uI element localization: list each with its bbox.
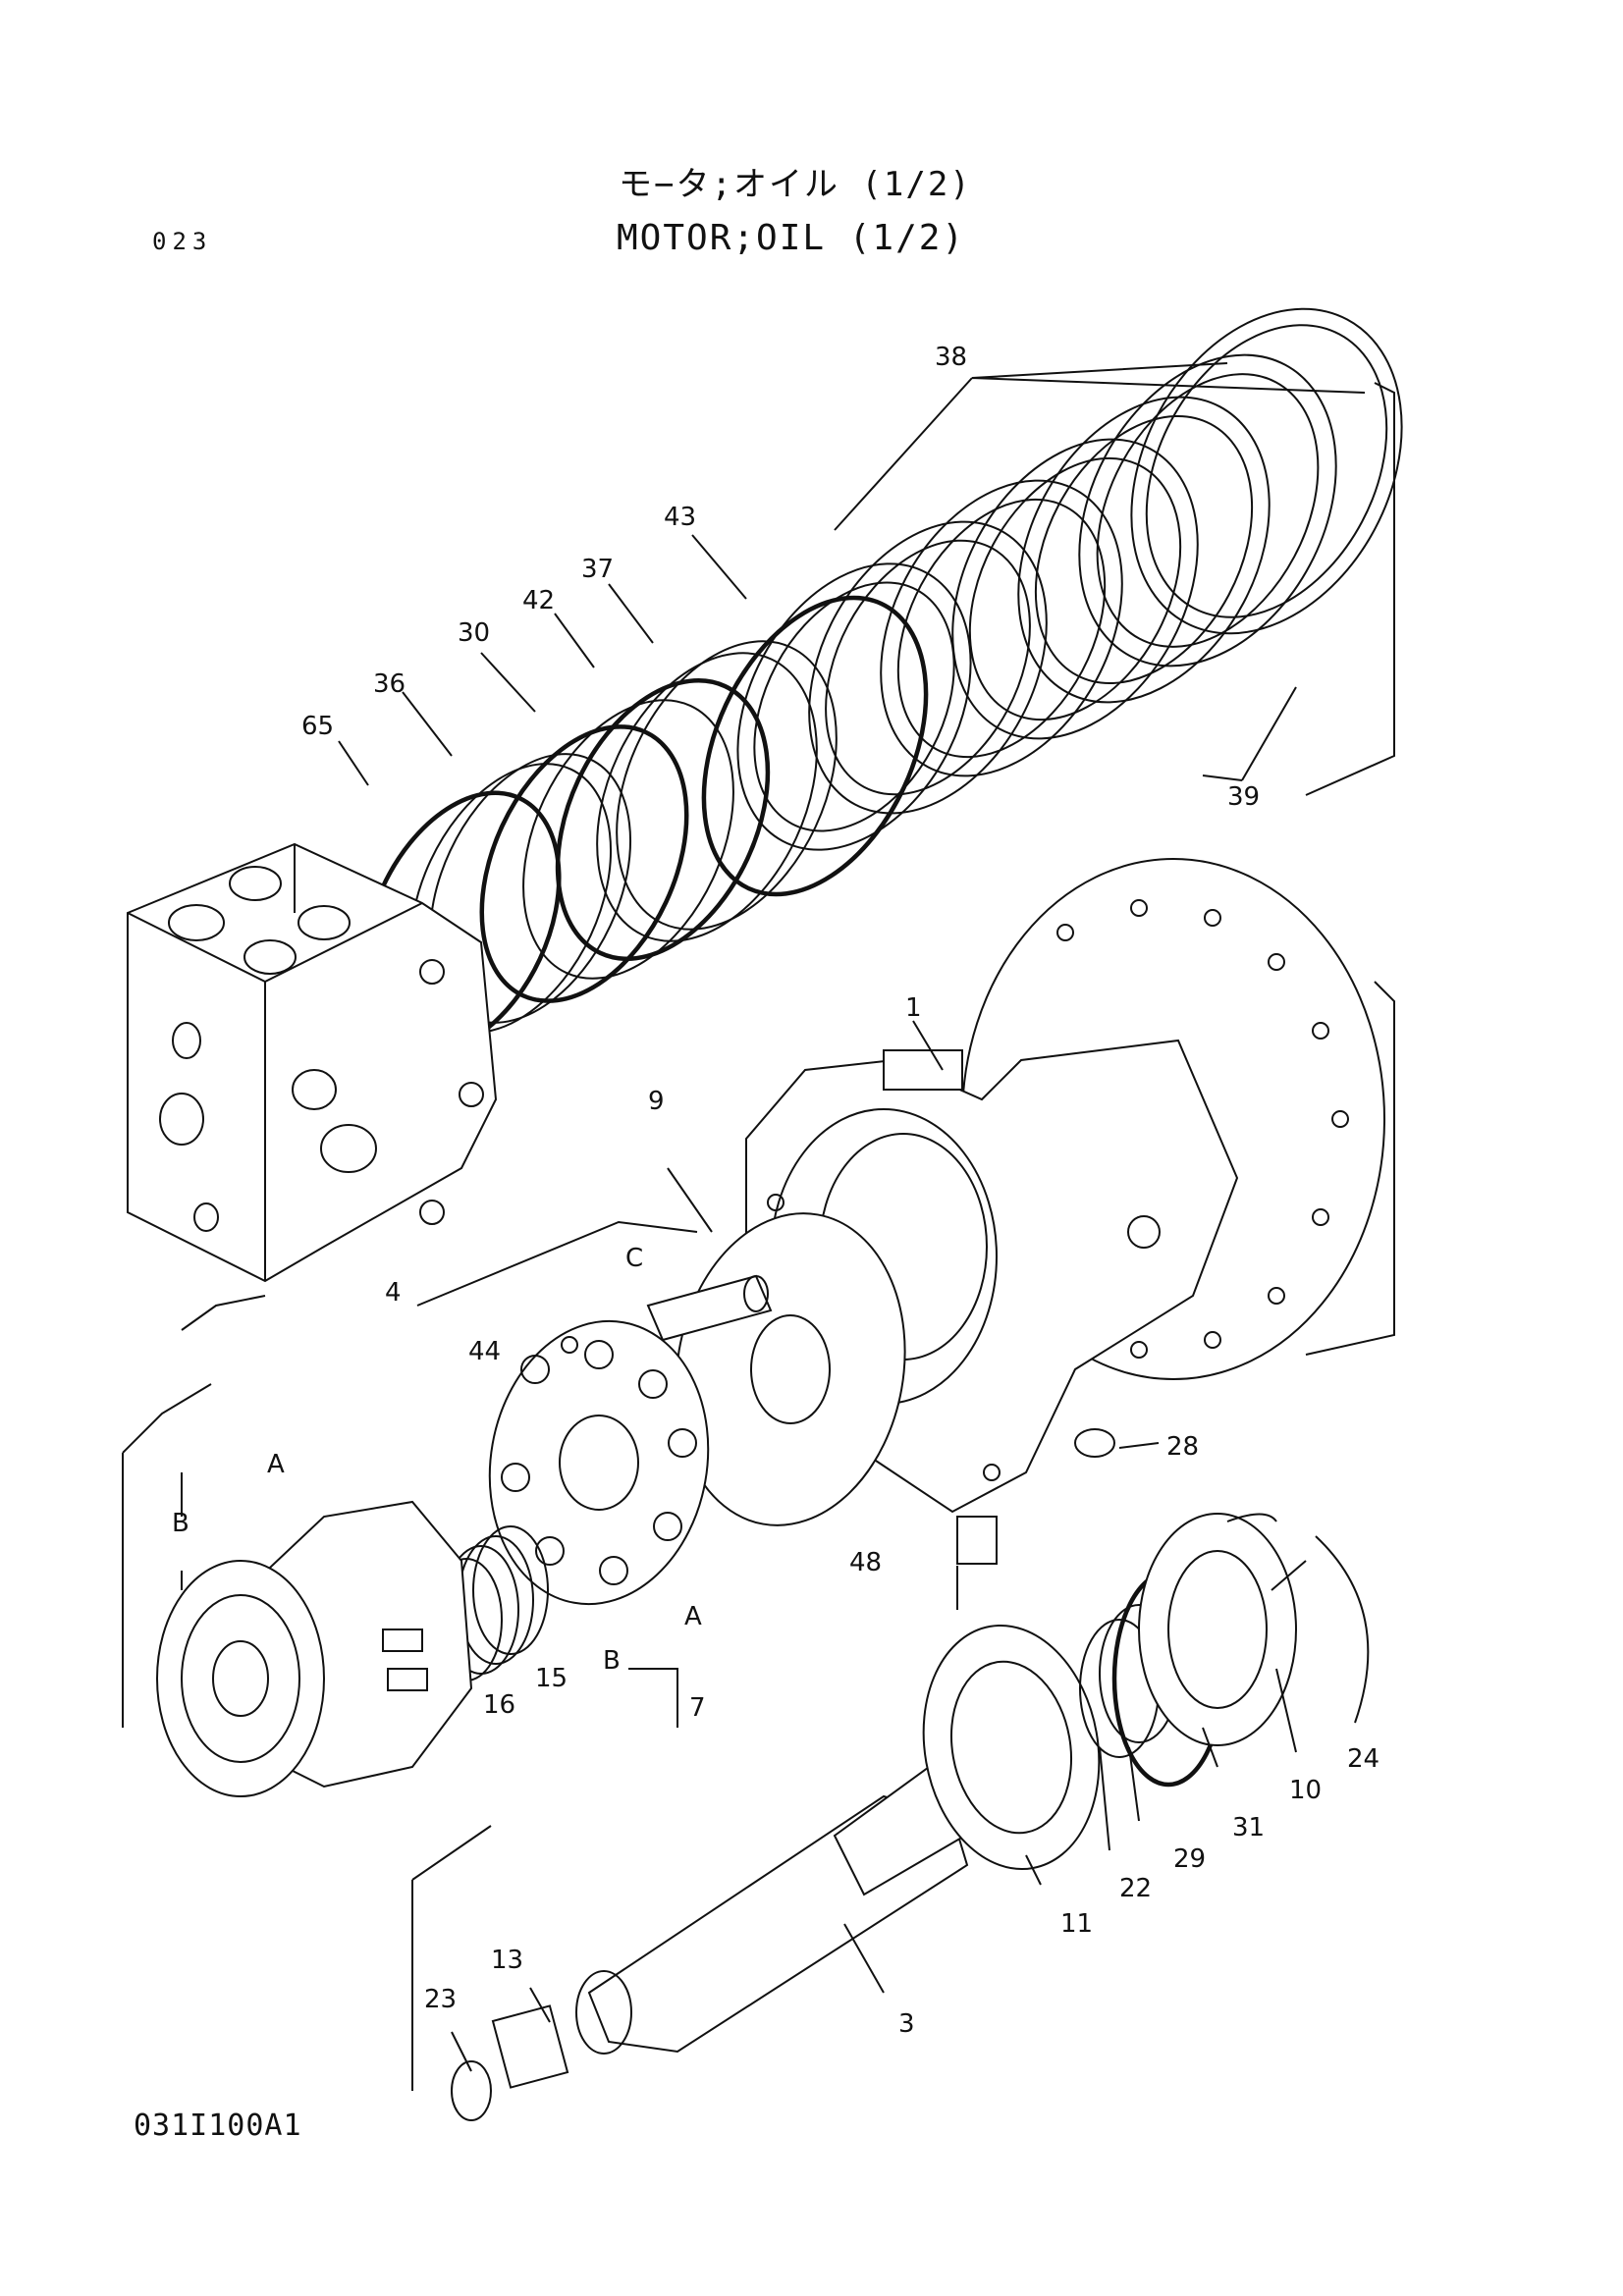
callout-43: 43 <box>664 503 696 532</box>
timing-plate <box>646 1212 906 1526</box>
callout-15: 15 <box>535 1664 568 1693</box>
callout-9: 9 <box>648 1087 665 1116</box>
callout-65: 65 <box>301 712 334 741</box>
callout-10: 10 <box>1289 1776 1322 1805</box>
output-shaft <box>575 1755 984 2055</box>
callout-23: 23 <box>424 1985 457 2014</box>
callout-42: 42 <box>522 586 555 615</box>
callout-29: 29 <box>1173 1844 1206 1874</box>
valve-cover-block <box>127 842 498 1283</box>
callout-36: 36 <box>373 669 406 699</box>
callout-24: 24 <box>1347 1744 1380 1774</box>
callout-31: 31 <box>1232 1813 1265 1842</box>
callout-7: 7 <box>689 1693 706 1723</box>
drawing-number: 031I100A1 <box>134 2109 302 2143</box>
callout-1: 1 <box>905 993 922 1023</box>
callout-28: 28 <box>1166 1432 1199 1462</box>
bearing <box>922 1624 1101 1871</box>
callout-13: 13 <box>491 1946 523 1975</box>
page-number: 023 <box>152 228 213 255</box>
title-english: MOTOR;OIL (1/2) <box>617 218 966 258</box>
callout-37: 37 <box>581 555 614 584</box>
callout-38: 38 <box>935 343 967 372</box>
callout-16: 16 <box>483 1690 515 1720</box>
ref-b-lower: B <box>603 1646 621 1676</box>
callout-3: 3 <box>898 2009 915 2039</box>
ref-c: C <box>625 1244 643 1273</box>
callout-48: 48 <box>849 1548 882 1577</box>
seal-retainer <box>1079 1513 1370 1788</box>
title-japanese: モ−タ;オイル (1/2) <box>619 165 972 204</box>
callout-22: 22 <box>1119 1874 1152 1903</box>
retainer-plate <box>488 1319 710 1606</box>
ref-a-upper: A <box>267 1450 285 1479</box>
seal-ring-stack <box>736 307 1403 851</box>
callout-11: 11 <box>1060 1909 1093 1939</box>
callout-39: 39 <box>1227 782 1260 812</box>
leader-lines <box>122 362 1395 2091</box>
ref-b-upper: B <box>172 1509 189 1538</box>
cylinder-block <box>156 1500 473 1797</box>
callout-4: 4 <box>385 1278 402 1308</box>
bushing-snap-ring <box>451 1428 1115 2121</box>
ref-a-lower: A <box>684 1602 702 1631</box>
callout-labels: 38 39 43 37 42 30 36 65 1 9 4 C 44 A B A… <box>172 343 1380 2039</box>
callout-44: 44 <box>468 1337 501 1366</box>
callout-30: 30 <box>458 618 490 648</box>
